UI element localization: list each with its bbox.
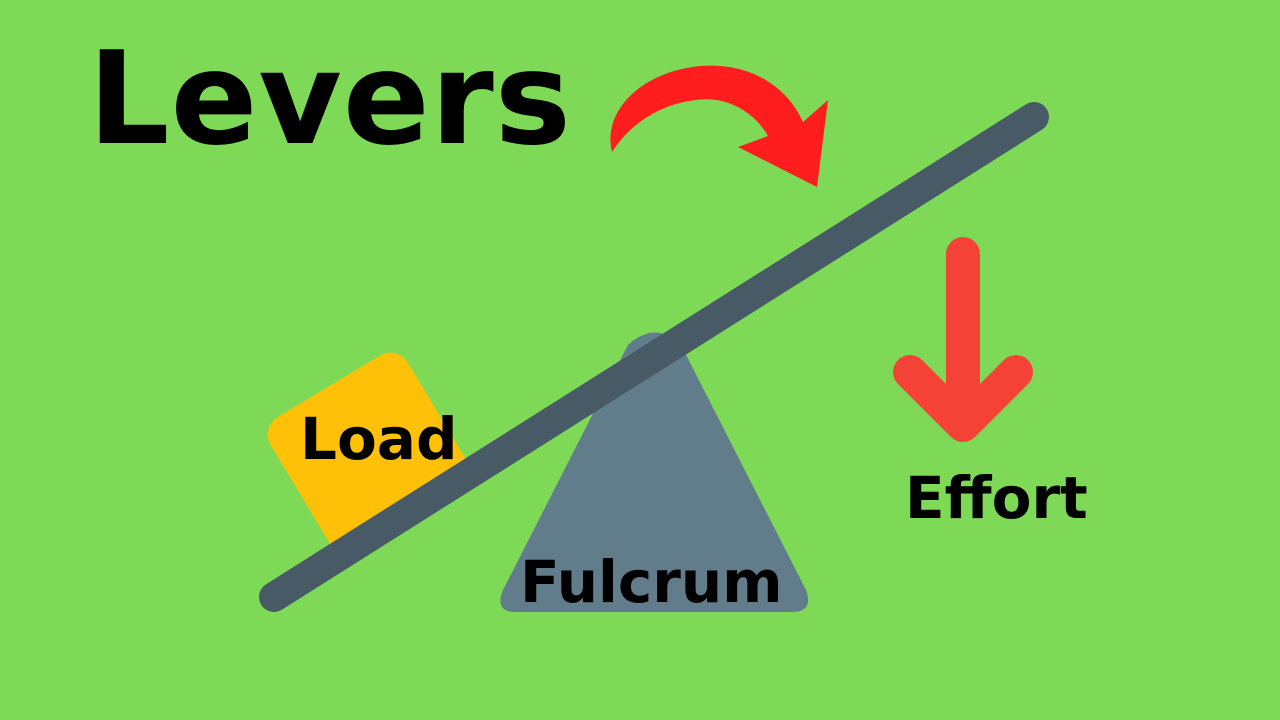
- fulcrum-triangle: [500, 332, 809, 612]
- page-title: Levers: [88, 25, 572, 174]
- fulcrum-label: Fulcrum: [520, 548, 783, 616]
- curved-arrow-icon: [610, 65, 828, 187]
- effort-label: Effort: [905, 464, 1088, 532]
- load-label: Load: [300, 405, 458, 473]
- lever-beam: [259, 102, 1049, 612]
- arrow-down-icon: [893, 237, 1033, 442]
